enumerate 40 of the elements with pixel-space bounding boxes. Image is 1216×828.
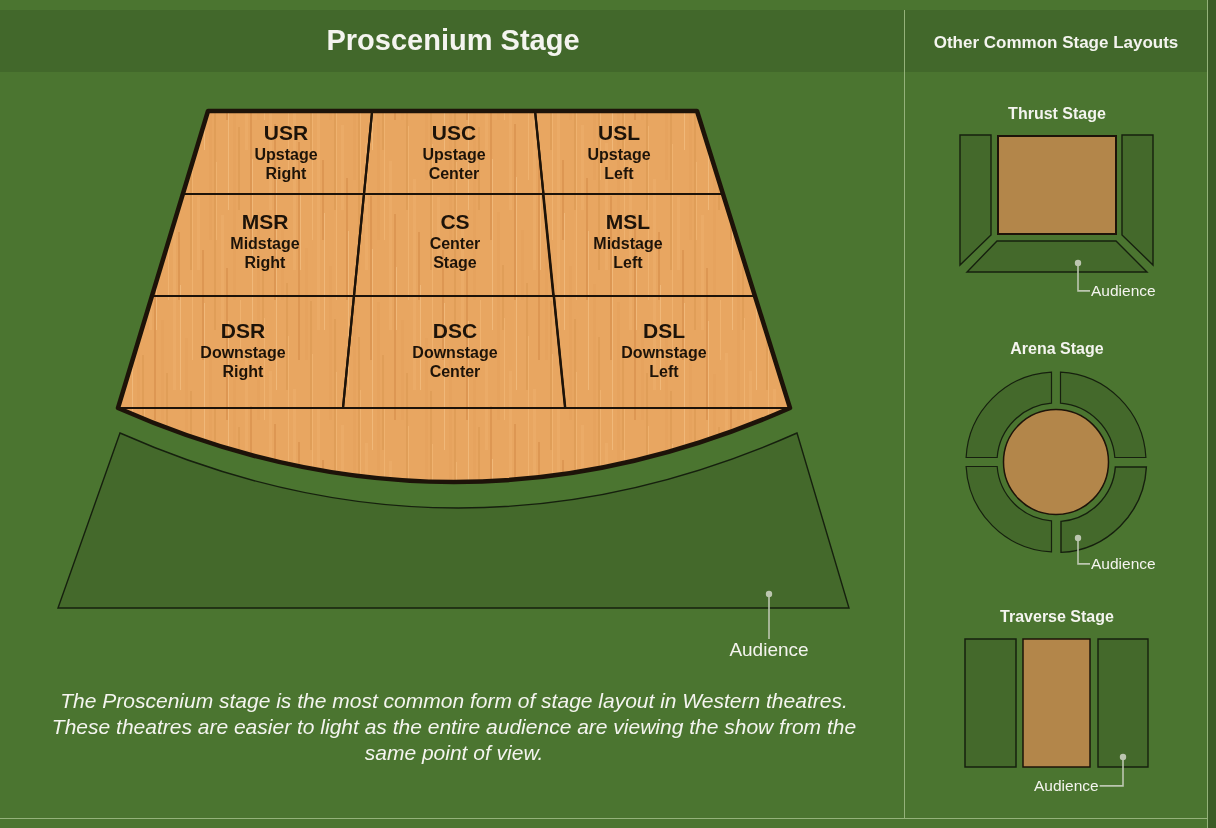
layout-heading: Thrust Stage — [1008, 105, 1106, 124]
callout-label: Audience — [1091, 282, 1156, 300]
callout-label: Audience — [1034, 777, 1099, 795]
stage-area-name: Upstage Center — [422, 145, 486, 183]
leader-line — [1074, 534, 1091, 565]
stage-area-name: Downstage Right — [200, 343, 286, 381]
stage-area-code: DSR — [220, 319, 266, 343]
stage-area-code: USC — [431, 121, 477, 145]
stage-area-name: Downstage Left — [621, 343, 707, 381]
callout-label: Audience — [729, 639, 809, 661]
stage-area-code: MSL — [605, 210, 651, 234]
stage-area-code: CS — [440, 210, 470, 234]
stage-area-name: Downstage Center — [412, 343, 498, 381]
callout-label: Audience — [1091, 555, 1156, 573]
page-title: Proscenium Stage — [326, 24, 580, 58]
audience-seating — [1098, 639, 1148, 767]
stage-area-name: Upstage Left — [587, 145, 651, 183]
stage-area-code: MSR — [241, 210, 289, 234]
caption: The Proscenium stage is the most common form of stage layout in Western theatres. These theatres are easier to light as the entire audience are viewing the show from the same point of view. — [50, 688, 858, 766]
stage-area — [343, 296, 565, 408]
audience-seating — [1060, 466, 1146, 552]
stage-area-code: USL — [598, 121, 640, 145]
audience-seating — [58, 433, 849, 608]
stage-area — [553, 296, 790, 408]
layout-heading: Arena Stage — [1010, 340, 1104, 359]
leader-line — [1074, 259, 1091, 292]
panel-heading: Other Common Stage Layouts — [933, 33, 1179, 53]
stage-area-name: Midstage Right — [230, 234, 300, 272]
stage-area-name: Center Stage — [429, 234, 481, 272]
leader-line — [1098, 753, 1127, 787]
stage-area-code: DSL — [643, 319, 685, 343]
stage-area — [353, 194, 554, 296]
stage-area — [118, 296, 354, 408]
stage-area-code: DSC — [432, 319, 478, 343]
layout-heading: Traverse Stage — [1000, 608, 1114, 627]
stage-area-name: Midstage Left — [593, 234, 663, 272]
audience-seating — [967, 241, 1147, 272]
stage-area-code: USR — [263, 121, 309, 145]
stage-area — [363, 111, 544, 194]
stage-area-name: Upstage Right — [254, 145, 318, 183]
